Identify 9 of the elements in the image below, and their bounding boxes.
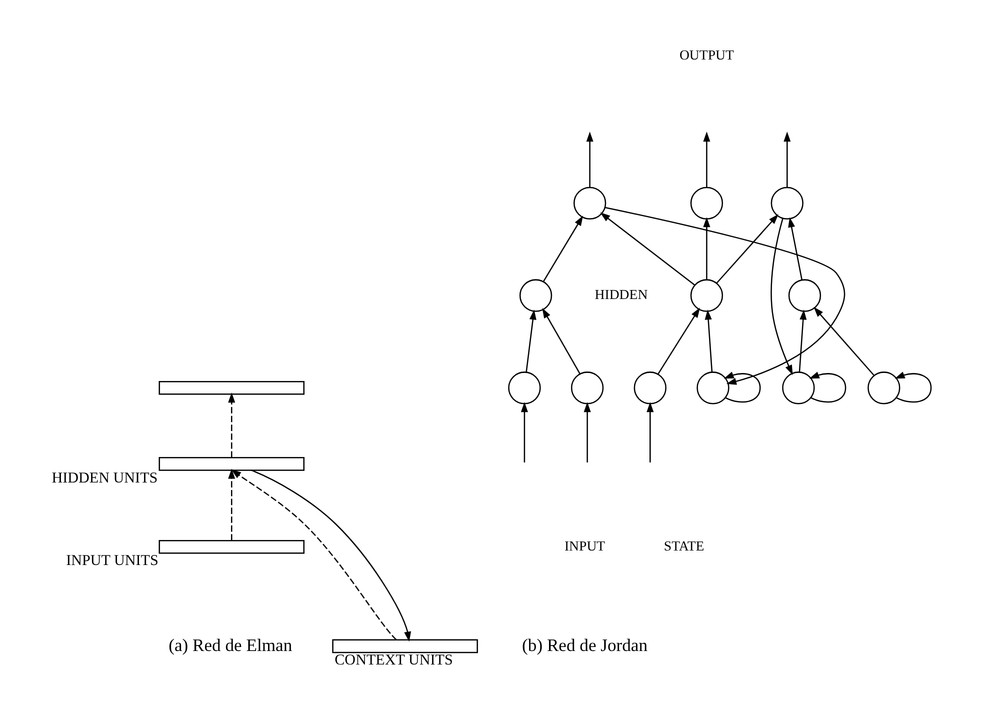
label: (b) Red de Jordan (522, 634, 648, 655)
node-label: CONTEXT UNITS (334, 652, 453, 669)
label: OUTPUT (679, 47, 734, 62)
label: HIDDEN (594, 287, 648, 302)
node-label: HIDDEN UNITS (52, 470, 158, 486)
label: (a) Red de Elman (168, 634, 292, 655)
node-label: INPUT UNITS (66, 553, 158, 570)
label: INPUT (564, 538, 606, 554)
label: STATE (664, 538, 704, 554)
